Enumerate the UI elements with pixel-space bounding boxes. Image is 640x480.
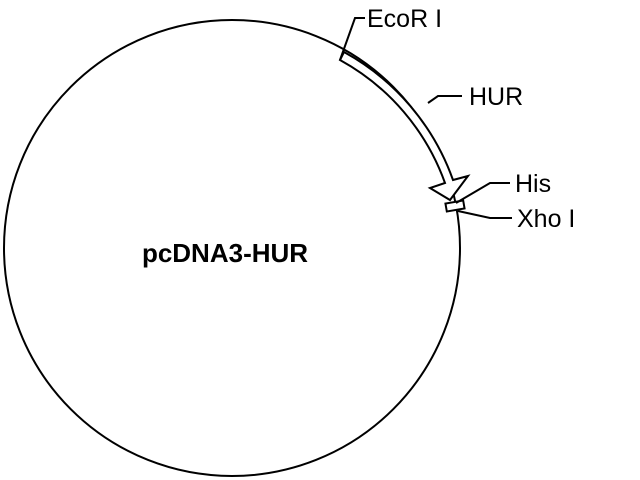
ecor1-leader-line xyxy=(339,17,365,61)
plasmid-name-label: pcDNA3-HUR xyxy=(142,238,308,268)
hur-label: HUR xyxy=(469,83,523,111)
his-tag-box xyxy=(444,199,466,213)
hur-insert-arrow xyxy=(338,50,471,202)
xho1-leader-line xyxy=(457,210,512,219)
hur-leader-line xyxy=(427,95,462,104)
ecor1-label: EcoR I xyxy=(367,5,442,33)
his-leader-line xyxy=(455,182,510,204)
xho1-label: Xho I xyxy=(517,205,575,233)
his-label: His xyxy=(515,170,551,198)
plasmid-backbone-circle xyxy=(3,19,461,477)
